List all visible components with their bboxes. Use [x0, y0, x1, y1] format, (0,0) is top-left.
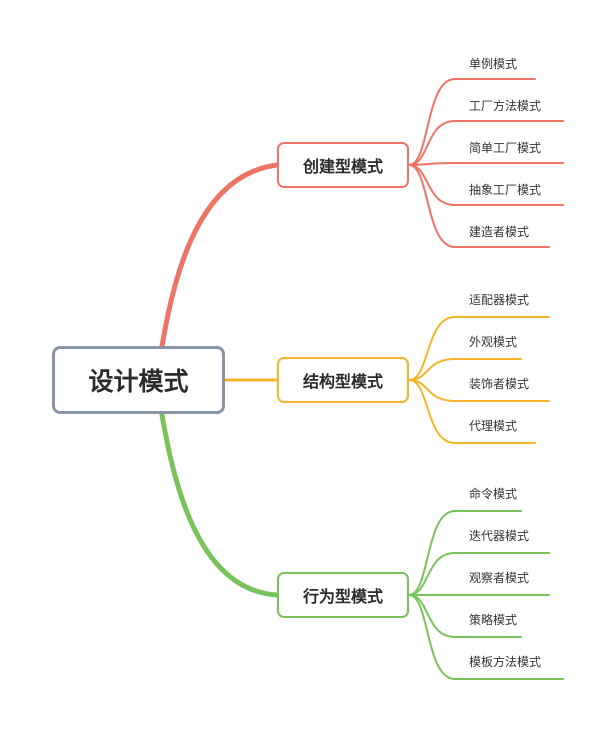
leaf-abstract-factory[interactable]: 抽象工厂模式 — [469, 183, 542, 197]
connector-0-leaf-1 — [408, 120, 564, 166]
leaf-observer[interactable]: 观察者模式 — [469, 571, 530, 585]
leaf-decorator[interactable]: 装饰者模式 — [469, 377, 530, 391]
connector-0-leaf-3 — [408, 164, 564, 206]
connector-2-leaf-3 — [408, 594, 522, 638]
connector-2-leaf-1 — [408, 552, 550, 596]
leaf-facade[interactable]: 外观模式 — [469, 335, 518, 349]
leaf-proxy[interactable]: 代理模式 — [469, 419, 518, 433]
leaf-adapter[interactable]: 适配器模式 — [469, 293, 530, 307]
connector-0-leaf-4 — [408, 164, 550, 248]
leaf-strategy[interactable]: 策略模式 — [469, 613, 518, 627]
category-node-behavioral[interactable]: 行为型模式 — [277, 572, 409, 618]
connector-1-leaf-1 — [408, 358, 522, 381]
leaf-iterator[interactable]: 迭代器模式 — [469, 529, 530, 543]
leaf-singleton[interactable]: 单例模式 — [469, 57, 518, 71]
leaf-builder[interactable]: 建造者模式 — [469, 225, 530, 239]
connector-1-leaf-2 — [408, 379, 550, 402]
root-node[interactable]: 设计模式 — [52, 346, 225, 414]
connector-0-leaf-2 — [408, 162, 564, 166]
connector-2-leaf-0 — [408, 510, 522, 596]
leaf-simple-factory[interactable]: 简单工厂模式 — [469, 141, 542, 155]
connector-0-leaf-0 — [408, 78, 536, 166]
category-node-creational[interactable]: 创建型模式 — [277, 142, 409, 188]
connector-1-leaf-3 — [408, 379, 536, 444]
connector-1-leaf-0 — [408, 316, 550, 381]
connector-root-creational — [159, 162, 280, 349]
category-node-structural[interactable]: 结构型模式 — [277, 357, 409, 403]
connector-root-behavioral — [159, 412, 280, 598]
leaf-template-method[interactable]: 模板方法模式 — [469, 655, 542, 669]
leaf-command[interactable]: 命令模式 — [469, 487, 518, 501]
connector-2-leaf-4 — [408, 594, 564, 680]
leaf-factory-method[interactable]: 工厂方法模式 — [469, 99, 542, 113]
